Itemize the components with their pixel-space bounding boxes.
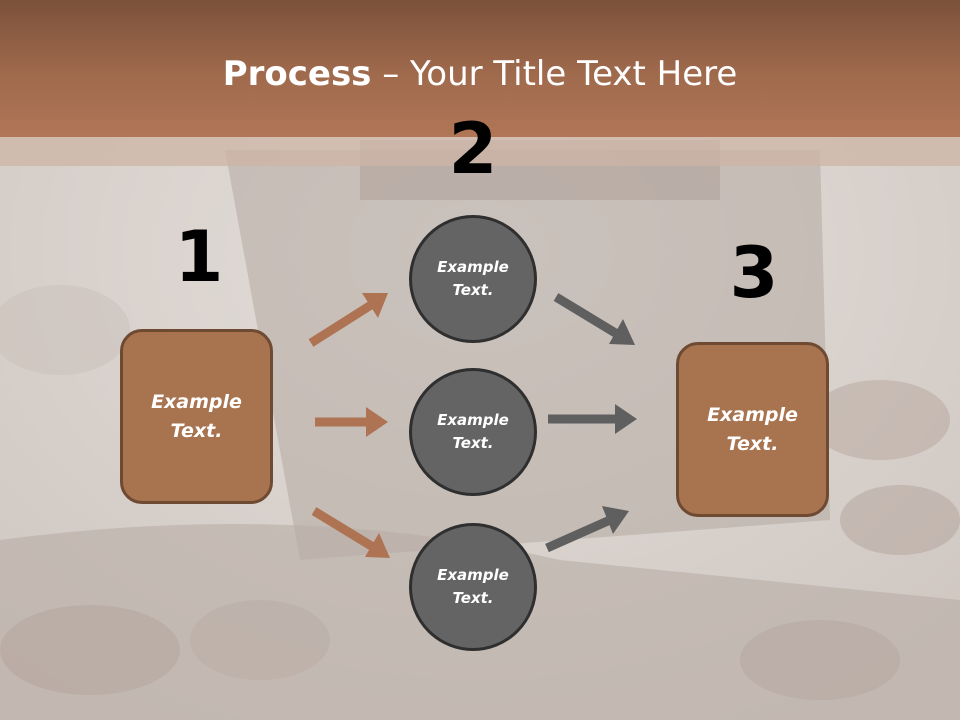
arrow-bottom-to-right (545, 506, 629, 553)
step-number-1: 1 (174, 216, 224, 298)
arrow-top-to-right (553, 293, 635, 345)
step-number-2: 2 (448, 108, 498, 190)
arrow-up-right (308, 293, 388, 347)
arrow-down-right (311, 507, 390, 558)
title-strip (0, 137, 960, 166)
title-bar (0, 0, 960, 137)
title-rest: – Your Title Text Here (371, 54, 738, 94)
slide-title: Process – Your Title Text Here (0, 52, 960, 96)
arrow-right-middle (315, 407, 388, 437)
step-number-3: 3 (729, 232, 779, 314)
arrow-middle-to-right (548, 404, 637, 434)
title-bold: Process (222, 54, 372, 94)
